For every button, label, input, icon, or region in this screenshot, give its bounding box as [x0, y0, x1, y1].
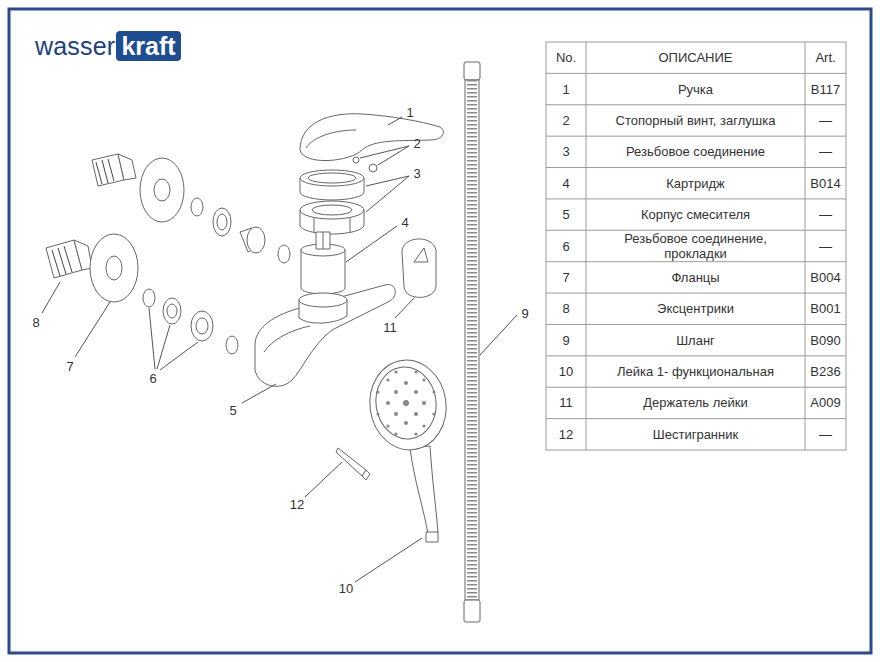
table-cell: B004 [808, 270, 843, 285]
callout-number: 6 [149, 371, 156, 386]
callout-number: 12 [290, 497, 304, 512]
table-row-line [546, 261, 846, 262]
callout-number: 1 [406, 105, 413, 120]
table-cell: Корпус смесителя [598, 207, 793, 222]
table-cell: 3 [549, 144, 583, 159]
table-cell: Стопорный винт, заглушка [598, 113, 793, 128]
table-cell: 5 [549, 207, 583, 222]
callout-number: 7 [66, 359, 73, 374]
table-row-line [546, 293, 846, 294]
table-cell: B090 [808, 333, 843, 348]
table-cell: No. [549, 50, 583, 65]
table-cell: 6 [549, 239, 583, 254]
table-cell: 7 [549, 270, 583, 285]
table-cell: Шланг [598, 333, 793, 348]
table-row-line [546, 418, 846, 419]
logo-box: kraft [116, 31, 180, 61]
table-row-line [546, 324, 846, 325]
table-row-line [546, 73, 846, 74]
table-cell: Шестигранник [598, 427, 793, 442]
table-cell: Держатель лейки [598, 395, 793, 410]
callout-number: 11 [383, 320, 397, 335]
table-cell: 11 [549, 395, 583, 410]
table-row-line [546, 136, 846, 137]
frame [9, 9, 871, 653]
table-cell: 10 [549, 364, 583, 379]
table-cell: Лейка 1- функциональная [598, 364, 793, 379]
table-row-line [546, 355, 846, 356]
table-grid [546, 42, 846, 450]
callout-number: 10 [339, 581, 353, 596]
table-cell: 8 [549, 301, 583, 316]
table-cell: Art. [808, 50, 843, 65]
callout-number: 2 [413, 136, 420, 151]
logo-word: wasser [35, 31, 115, 61]
callout-number: 4 [401, 215, 408, 230]
table-cell: Резьбовое соединение, прокладки [598, 231, 793, 261]
table-cell: 12 [549, 427, 583, 442]
callout-number: 5 [229, 403, 236, 418]
table-row-line [546, 104, 846, 105]
table-cell: Картридж [598, 176, 793, 191]
table-cell: Резьбовое соединение [598, 144, 793, 159]
table-row-line [546, 167, 846, 168]
table-cell: ОПИСАНИЕ [589, 50, 802, 65]
table-cell: Фланцы [598, 270, 793, 285]
logo-word: kraft [121, 31, 175, 61]
faucet-drawing [46, 62, 480, 622]
table-row-line [546, 230, 846, 231]
callout-number: 9 [521, 306, 528, 321]
table-cell: 1 [549, 82, 583, 97]
callout-number: 3 [413, 166, 420, 181]
table-cell: — [808, 239, 843, 254]
table-cell: Ручка [598, 82, 793, 97]
table-cell: — [808, 113, 843, 128]
table-cell: — [808, 144, 843, 159]
table-cell: B236 [808, 364, 843, 379]
table-row-line [546, 198, 846, 199]
table-cell: 4 [549, 176, 583, 191]
table-cell: Эксцентрики [598, 301, 793, 316]
table-cell: B001 [808, 301, 843, 316]
table-cell: — [808, 207, 843, 222]
callout-number: 8 [32, 315, 39, 330]
table-cell: 9 [549, 333, 583, 348]
table-row-line [546, 387, 846, 388]
table-cell: 2 [549, 113, 583, 128]
table-cell: A009 [808, 395, 843, 410]
table-cell: B014 [808, 176, 843, 191]
leader-lines [42, 117, 517, 582]
table-cell: — [808, 427, 843, 442]
table-cell: B117 [808, 82, 843, 97]
